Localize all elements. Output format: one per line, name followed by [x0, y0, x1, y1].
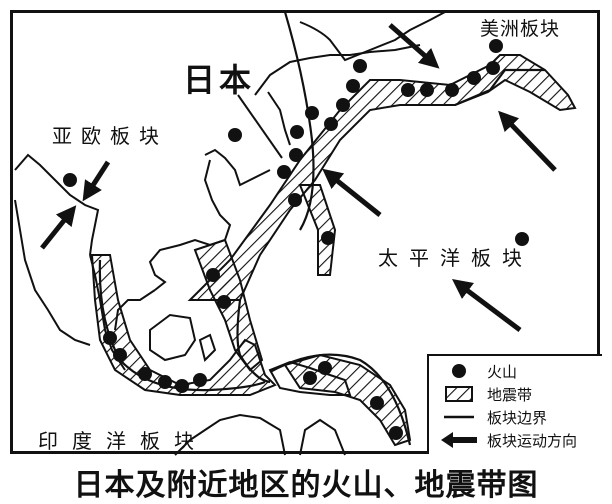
legend-item-volcano: 火山	[437, 360, 517, 382]
arrow-american-plate	[388, 23, 440, 69]
arrow-left-icon	[437, 430, 481, 450]
map-caption: 日本及附近地区的火山、地震带图	[73, 468, 539, 503]
volcano-dot-icon	[437, 361, 481, 381]
volcanoes	[63, 39, 529, 440]
arrow-pacific-ne	[498, 110, 557, 172]
arrow-eurasian-up	[40, 205, 77, 250]
line-icon	[437, 407, 481, 427]
hatch-box-icon	[437, 384, 481, 404]
arrow-pacific-japan	[322, 168, 382, 217]
label-pacific-plate: 太平洋板块	[378, 246, 533, 270]
label-indian-ocean-plate: 印度洋板块	[38, 429, 208, 453]
legend-item-plate-motion: 板块运动方向	[437, 429, 577, 451]
legend: 火山 地震带 板块边界 板块运动方向	[427, 354, 602, 454]
arrow-pacific-south	[452, 279, 522, 332]
plate-motion-arrows	[40, 23, 557, 332]
label-eurasian-plate: 亚欧板块	[52, 124, 168, 148]
arrow-eurasian-down	[82, 160, 111, 202]
japan-leader-line	[237, 94, 283, 159]
legend-item-plate-boundary: 板块边界	[437, 406, 547, 428]
label-japan: 日本	[183, 61, 256, 99]
label-american-plate: 美洲板块	[480, 18, 561, 40]
legend-item-earthquake-belt: 地震带	[437, 383, 532, 405]
